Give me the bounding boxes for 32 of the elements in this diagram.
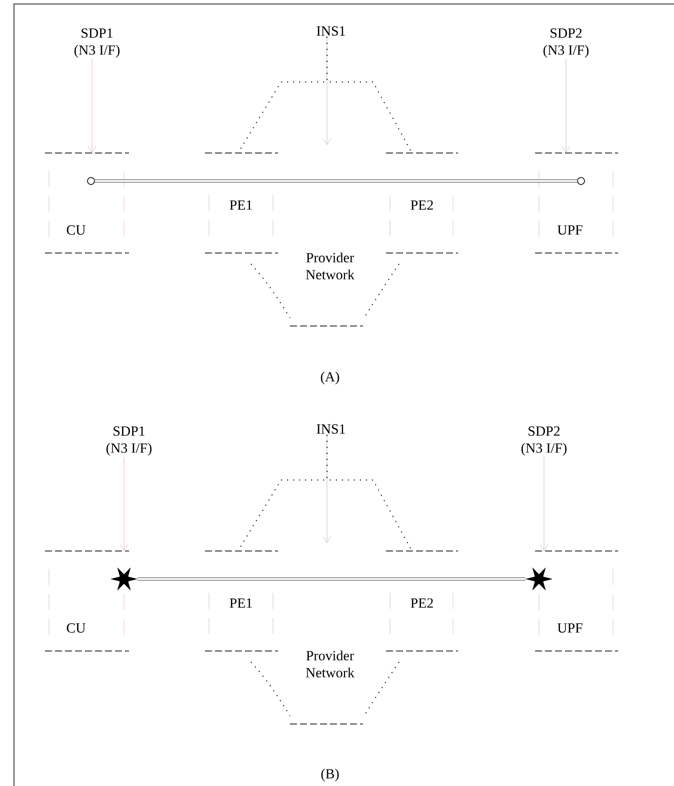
interface-label: SDP1 (N3 I/F) <box>74 28 120 58</box>
network-box: CU <box>44 550 130 652</box>
connector <box>326 434 412 552</box>
interface-label: SDP2 (N3 I/F) <box>521 426 567 456</box>
connector <box>88 58 96 153</box>
connector <box>120 456 128 551</box>
service-label: INS1 <box>316 424 345 434</box>
connection-star <box>110 568 138 590</box>
provider-network-cloud: Provider Network <box>250 252 400 326</box>
connection-circle <box>577 177 585 185</box>
connector <box>562 58 570 153</box>
network-box: PE2 <box>386 592 458 652</box>
connection-star <box>526 568 552 590</box>
connection-circle <box>87 177 95 185</box>
connector <box>322 434 332 543</box>
connector <box>540 456 548 551</box>
panel-label: (A) <box>320 372 340 384</box>
connector <box>94 180 578 182</box>
network-box: UPF <box>534 550 618 652</box>
connector <box>138 578 526 580</box>
network-box: PE1 <box>204 194 278 254</box>
panel-label: (B) <box>321 768 339 782</box>
connector <box>326 36 412 154</box>
service-label: INS1 <box>316 26 345 36</box>
network-box: CU <box>44 152 130 254</box>
interface-label: SDP2 (N3 I/F) <box>543 28 589 58</box>
network-box: UPF <box>534 152 618 254</box>
network-box: PE2 <box>386 194 458 254</box>
interface-label: SDP1 (N3 I/F) <box>106 426 152 456</box>
connector <box>322 36 332 145</box>
provider-network-cloud: Provider Network <box>250 650 400 724</box>
network-box: PE1 <box>204 592 278 652</box>
